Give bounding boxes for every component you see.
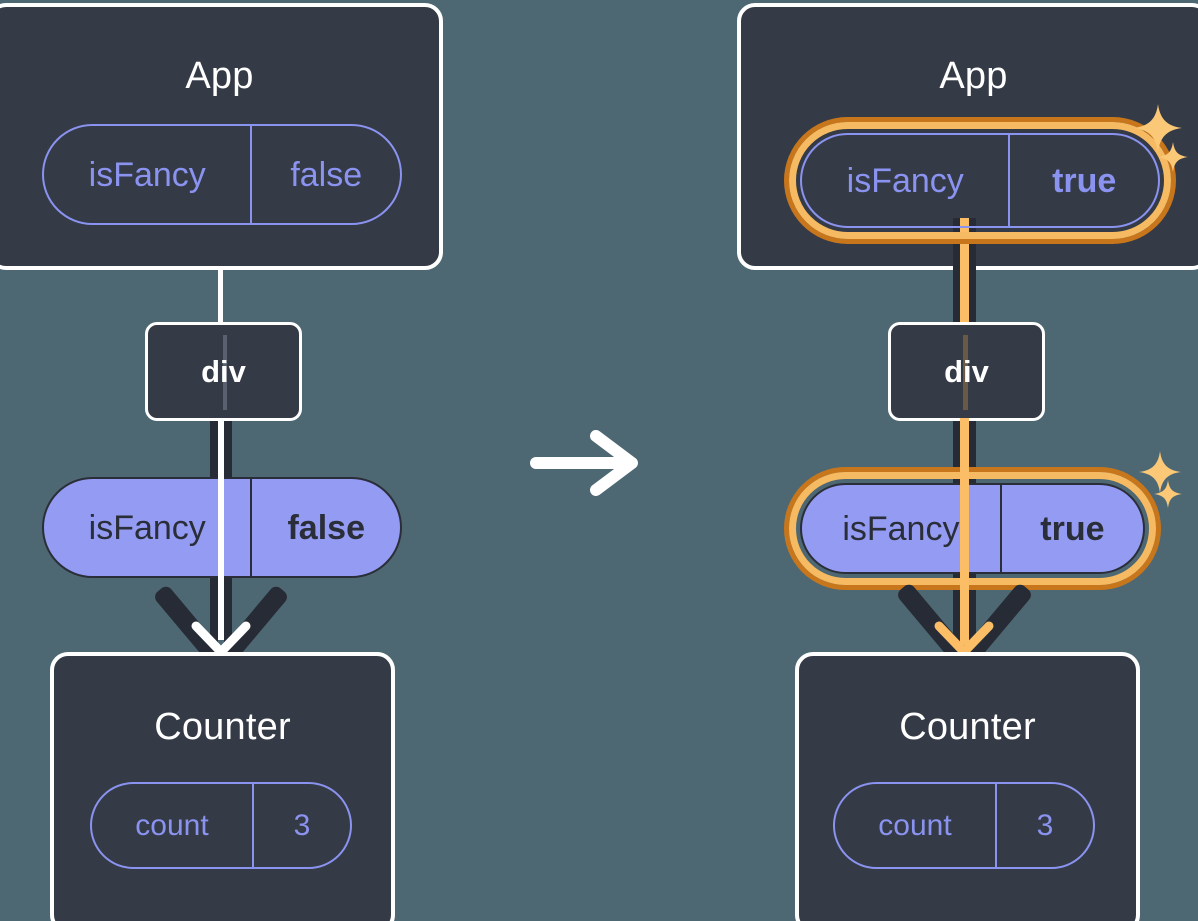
connector-app-to-counter-after-2 <box>968 205 976 660</box>
sparkle-star-large-prop-after <box>1139 451 1181 493</box>
arrow-shaft-before <box>218 418 224 640</box>
div-tag-box-before: div <box>145 322 302 421</box>
div-tag-box-after: div <box>888 322 1045 421</box>
div-inner-line-before <box>223 335 227 410</box>
div-tag-label-before: div <box>201 354 246 389</box>
counter-state-pill-key-before: count <box>135 808 209 842</box>
counter-state-pill-key-after: count <box>878 808 952 842</box>
counter-title-before: Counter <box>154 706 291 748</box>
div-inner-line-after <box>963 335 968 410</box>
connector-inside-app-after-1 <box>953 218 961 270</box>
div-tag-label-after: div <box>944 354 989 389</box>
sparkle-star-large-app-after <box>1134 104 1182 152</box>
connector-app-to-counter-after-1 <box>953 205 961 660</box>
counter-state-pill-value-before: 3 <box>251 784 350 867</box>
prop-pill-value-after: true <box>999 485 1143 572</box>
prop-pill-key-before: isFancy <box>88 508 206 547</box>
app-state-pill-value-before: false <box>250 126 400 223</box>
counter-state-pill-after[interactable]: count 3 <box>833 782 1095 869</box>
prop-pill-key-after: isFancy <box>842 509 960 548</box>
app-state-pill-before[interactable]: isFancy false <box>42 124 402 225</box>
app-state-pill-after[interactable]: isFancy true <box>800 133 1160 228</box>
transition-arrow <box>530 430 638 496</box>
app-state-pill-key-before: isFancy <box>88 155 206 194</box>
app-state-pill-value-after: true <box>1008 135 1158 226</box>
counter-state-pill-value-after: 3 <box>994 784 1093 867</box>
counter-state-pill-before[interactable]: count 3 <box>90 782 352 869</box>
counter-title-after: Counter <box>899 706 1036 748</box>
app-title-before: App <box>185 55 254 97</box>
connector-inside-app-highlight-after <box>960 218 969 270</box>
connector-inside-app-after-2 <box>968 218 976 270</box>
prop-pill-value-before: false <box>250 479 400 576</box>
app-state-pill-key-after: isFancy <box>846 161 964 200</box>
sparkle-star-small-app-after <box>1158 142 1188 172</box>
arrow-shaft-after <box>960 418 969 640</box>
sparkle-star-small-prop-after <box>1154 480 1182 508</box>
prop-pill-after[interactable]: isFancy true <box>800 483 1145 574</box>
connector-app-to-div-before <box>218 262 223 326</box>
app-title-after: App <box>939 55 1008 97</box>
